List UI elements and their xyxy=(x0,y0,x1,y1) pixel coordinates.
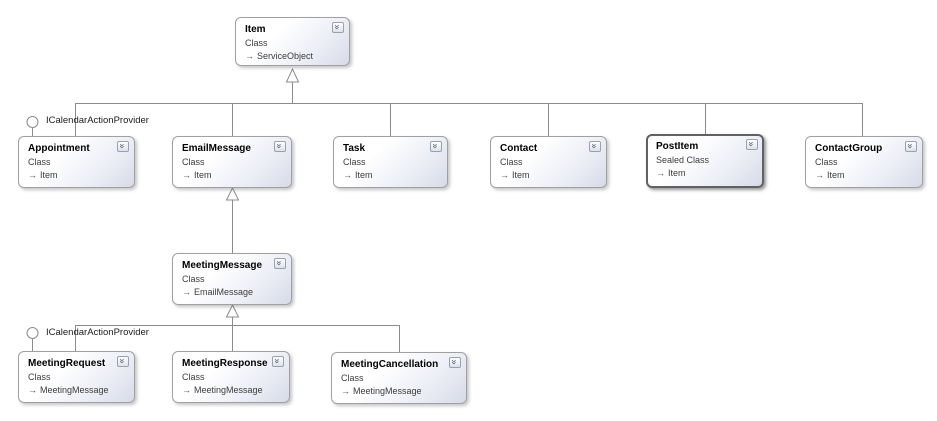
inherits-arrow-icon: → xyxy=(656,168,665,178)
class-box-postitem[interactable]: » PostItem Sealed Class →Item xyxy=(646,134,764,188)
class-box-task[interactable]: » Task Class →Item xyxy=(333,136,448,188)
class-box-emailmessage[interactable]: » EmailMessage Class →Item xyxy=(172,136,292,188)
base-type-name: Item xyxy=(668,168,686,178)
class-box-meetingcancellation[interactable]: » MeetingCancellation Class →MeetingMess… xyxy=(331,352,467,404)
chevron-double-down-icon[interactable]: » xyxy=(117,356,129,367)
chevron-double-down-icon[interactable]: » xyxy=(274,141,286,152)
inherits-arrow-icon: → xyxy=(815,170,824,180)
chevron-double-down-icon[interactable]: » xyxy=(449,357,461,368)
base-type-name: Item xyxy=(512,170,530,180)
class-name: Appointment xyxy=(28,143,90,154)
class-kind: Class xyxy=(500,157,523,167)
class-kind: Class xyxy=(28,372,51,382)
interface-label-icalendaractionprovider-top: ICalendarActionProvider xyxy=(46,115,149,126)
inherits-arrow-icon: → xyxy=(245,51,254,61)
base-type-name: MeetingMessage xyxy=(353,386,422,396)
class-box-meetingmessage[interactable]: » MeetingMessage Class →EmailMessage xyxy=(172,253,292,305)
chevron-double-down-icon[interactable]: » xyxy=(117,141,129,152)
class-kind: Class xyxy=(182,372,205,382)
base-type-name: MeetingMessage xyxy=(40,385,109,395)
class-kind: Class xyxy=(815,157,838,167)
inherits-arrow-icon: → xyxy=(341,386,350,396)
class-kind: Class xyxy=(182,157,205,167)
class-kind: Class xyxy=(182,274,205,284)
base-type-name: Item xyxy=(827,170,845,180)
class-name: EmailMessage xyxy=(182,143,251,154)
interface-lollipop-icon xyxy=(26,327,39,339)
class-kind: Class xyxy=(245,38,268,48)
class-name: Item xyxy=(245,24,266,35)
class-name: PostItem xyxy=(656,141,699,152)
chevron-double-down-icon[interactable]: » xyxy=(905,141,917,152)
inherits-arrow-icon: → xyxy=(182,385,191,395)
class-name: Task xyxy=(343,143,366,154)
inheritance-triangle-emailmessage xyxy=(225,186,240,201)
class-name: MeetingResponse xyxy=(182,358,268,369)
inherits-arrow-icon: → xyxy=(343,170,352,180)
class-box-appointment[interactable]: » Appointment Class →Item xyxy=(18,136,135,188)
chevron-double-down-icon[interactable]: » xyxy=(272,356,284,367)
inheritance-triangle-item xyxy=(285,67,300,83)
chevron-double-down-icon[interactable]: » xyxy=(274,258,286,269)
class-kind: Sealed Class xyxy=(656,155,710,165)
chevron-double-down-icon[interactable]: » xyxy=(746,139,758,150)
inherits-arrow-icon: → xyxy=(28,385,37,395)
class-box-item[interactable]: » Item Class →ServiceObject xyxy=(235,17,350,66)
class-name: Contact xyxy=(500,143,538,154)
chevron-double-down-icon[interactable]: » xyxy=(430,141,442,152)
class-kind: Class xyxy=(341,373,364,383)
inheritance-connectors xyxy=(32,82,863,352)
chevron-double-down-icon[interactable]: » xyxy=(589,141,601,152)
class-kind: Class xyxy=(343,157,366,167)
class-kind: Class xyxy=(28,157,51,167)
base-type-name: Item xyxy=(194,170,212,180)
base-type-name: Item xyxy=(40,170,58,180)
base-type-name: ServiceObject xyxy=(257,51,314,61)
base-type-name: MeetingMessage xyxy=(194,385,263,395)
base-type-name: Item xyxy=(355,170,373,180)
class-box-contact[interactable]: » Contact Class →Item xyxy=(490,136,607,188)
class-box-meetingresponse[interactable]: » MeetingResponse Class →MeetingMessage xyxy=(172,351,290,403)
inherits-arrow-icon: → xyxy=(182,170,191,180)
interface-label-icalendaractionprovider-bottom: ICalendarActionProvider xyxy=(46,327,149,338)
class-name: ContactGroup xyxy=(815,143,883,154)
chevron-double-down-icon[interactable]: » xyxy=(332,22,344,33)
interface-lollipop-icon xyxy=(26,116,39,128)
class-box-contactgroup[interactable]: » ContactGroup Class →Item xyxy=(805,136,923,188)
inherits-arrow-icon: → xyxy=(500,170,509,180)
class-name: MeetingCancellation xyxy=(341,359,439,370)
class-name: MeetingMessage xyxy=(182,260,263,271)
class-box-meetingrequest[interactable]: » MeetingRequest Class →MeetingMessage xyxy=(18,351,135,403)
inherits-arrow-icon: → xyxy=(182,287,191,297)
class-name: MeetingRequest xyxy=(28,358,106,369)
inheritance-arrowheads xyxy=(26,67,300,339)
inherits-arrow-icon: → xyxy=(28,170,37,180)
inheritance-triangle-meetingmessage xyxy=(225,303,240,318)
base-type-name: EmailMessage xyxy=(194,287,254,297)
